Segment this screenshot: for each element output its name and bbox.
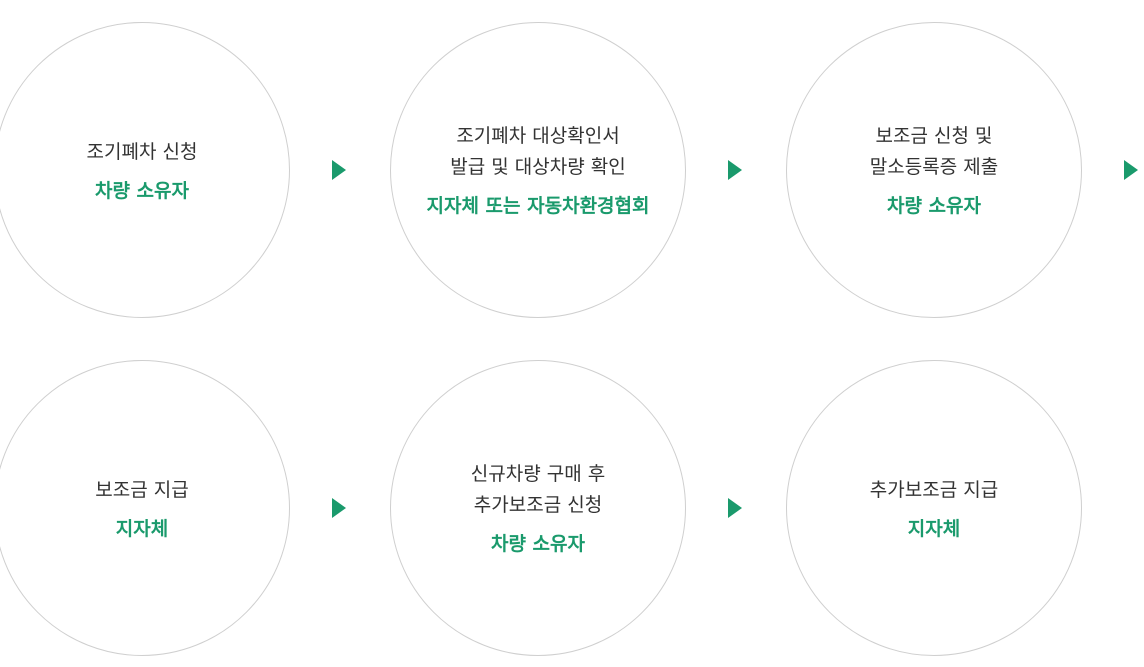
step-6-circle: 추가보조금 지급 지자체: [786, 360, 1082, 656]
step-3-title-line-1: 보조금 신청 및: [875, 125, 993, 147]
step-2-title-line-2: 발급 및 대상차량 확인: [450, 156, 626, 178]
step-2-circle: 조기폐차 대상확인서 발급 및 대상차량 확인 지자체 또는 자동차환경협회: [390, 22, 686, 318]
step-5-title-line-1: 신규차량 구매 후: [470, 463, 606, 485]
step-3-title-line-2: 말소등록증 제출: [869, 156, 999, 178]
step-6-actor: 지자체: [907, 517, 961, 540]
step-4-title: 보조금 지급: [95, 478, 189, 501]
step-4-circle: 보조금 지급 지자체: [0, 360, 290, 656]
arrow-right-icon: [1124, 160, 1138, 180]
arrow-right-icon: [728, 160, 742, 180]
arrow-right-icon: [332, 160, 346, 180]
step-5-title-line-2: 추가보조금 신청: [473, 494, 603, 516]
arrow-right-icon: [332, 498, 346, 518]
step-5-actor: 차량 소유자: [490, 533, 585, 555]
step-1-actor: 차량 소유자: [94, 179, 189, 202]
step-1-title: 조기폐차 신청: [86, 140, 198, 163]
step-2-title-line-1: 조기폐차 대상확인서: [456, 125, 620, 147]
step-3-circle: 보조금 신청 및 말소등록증 제출 차량 소유자: [786, 22, 1082, 318]
step-3-actor: 차량 소유자: [886, 195, 981, 217]
step-2-actor: 지자체 또는 자동차환경협회: [426, 195, 650, 217]
step-4-actor: 지자체: [115, 517, 169, 540]
step-6-title: 추가보조금 지급: [869, 478, 999, 501]
step-5-circle: 신규차량 구매 후 추가보조금 신청 차량 소유자: [390, 360, 686, 656]
step-1-circle: 조기폐차 신청 차량 소유자: [0, 22, 290, 318]
arrow-right-icon: [728, 498, 742, 518]
